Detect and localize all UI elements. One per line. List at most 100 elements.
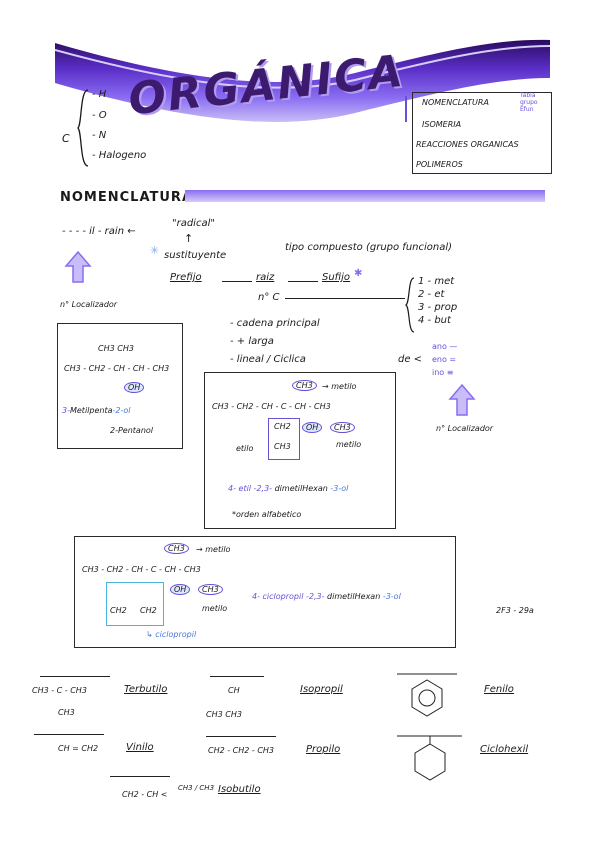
ex2-ch3-right: CH3 <box>330 422 355 433</box>
ex2-orden: *orden alfabetico <box>232 510 302 519</box>
ex2-metilo2: metilo <box>336 440 362 449</box>
radical-line <box>40 676 110 677</box>
suffix-ano: ano — <box>432 342 458 351</box>
ex2-oh: OH <box>302 422 323 433</box>
ex3-ring-right: CH2 <box>140 606 157 615</box>
element-o: - O <box>92 110 107 121</box>
de-label: de < <box>398 354 423 365</box>
radical-name-ciclohexil: Ciclohexil <box>480 744 529 755</box>
numeral-3: 3 - prop <box>418 302 458 313</box>
radical-sub-terbutilo: CH3 <box>58 708 75 717</box>
benzene-ring-icon <box>397 673 457 717</box>
title-banner <box>55 39 550 122</box>
radical-name-terbutilo: Terbutilo <box>124 684 168 695</box>
example1-box <box>57 323 183 449</box>
ex1-name: 3-Metilpenta-2-ol <box>62 406 131 415</box>
topic-side-note-2: grupo <box>520 99 538 106</box>
radical-name-propilo: Propilo <box>306 744 341 755</box>
radical-line <box>34 734 104 735</box>
ex2-sub-bot: CH3 <box>274 442 291 451</box>
ex1-row1: CH3 CH3 <box>98 344 134 353</box>
brace-label: C <box>62 132 70 145</box>
cyclohexane-ring-icon <box>397 735 462 781</box>
numeral-1: 1 - met <box>418 276 455 287</box>
prefijo-label: Prefijo <box>170 272 202 283</box>
nc-line <box>285 298 405 299</box>
numeral-brace-icon <box>405 277 415 333</box>
sufijo-label: Sufijo <box>322 272 351 283</box>
arrow-up-purple-icon <box>64 250 92 283</box>
ex2-metilo: → metilo <box>322 382 357 391</box>
nc-label: n° C <box>258 292 280 303</box>
raiz-label: raiz <box>256 272 275 283</box>
radical-name-isobutilo: Isobutilo <box>218 784 261 795</box>
numeral-2: 2 - et <box>418 289 445 300</box>
radical-line <box>110 776 170 777</box>
brace-icon <box>77 89 89 167</box>
radical-formula-vinilo: CH = CH2 <box>58 744 99 753</box>
ex3-side: 2F3 - 29a <box>496 606 534 615</box>
radical-formula-isopropil: CH <box>228 686 240 695</box>
ex2-sub-top: CH2 <box>274 422 291 431</box>
il-rain: - - - - il - rain ← <box>62 226 136 237</box>
ex2-etilo: etilo <box>236 444 254 453</box>
arrow-up-purple-icon <box>448 383 476 416</box>
radical-label: "radical" <box>172 218 215 229</box>
ex3-metilo: → metilo <box>196 545 231 554</box>
sustituyente-label: sustituyente <box>164 250 227 261</box>
radical-sub-isopropil: CH3 CH3 <box>206 710 242 719</box>
radical-line <box>210 676 264 677</box>
cadena-3: - lineal / Ciclica <box>230 354 306 365</box>
suffix-ino: ino ≡ <box>432 368 454 377</box>
radical-sub-isobutilo: CH3 / CH3 <box>178 784 215 792</box>
ex3-ciclopropil: ↳ ciclopropil <box>146 630 197 639</box>
example3-box <box>74 536 456 648</box>
cadena-2: - + larga <box>230 336 274 347</box>
radical-line <box>206 736 276 737</box>
sparkle-icon: ✳ <box>150 244 160 257</box>
ex1-alt-name: 2-Pentanol <box>110 426 154 435</box>
numeral-4: 4 - but <box>418 315 451 326</box>
radical-name-fenilo: Fenilo <box>484 684 514 695</box>
prefijo-raiz-line <box>222 281 252 282</box>
arrow-up-icon: ↑ <box>184 232 194 245</box>
ex3-ch3-right: CH3 <box>198 584 223 595</box>
topic-side-note-3: Efun <box>520 106 534 113</box>
localizador-right: n° Localizador <box>436 424 494 433</box>
ex3-chain: CH3 - CH2 - CH - C - CH - CH3 <box>82 565 201 574</box>
element-n: - N <box>92 130 107 141</box>
ex3-ring-left: CH2 <box>110 606 127 615</box>
ex3-metilo2: metilo <box>202 604 228 613</box>
ex1-row2: CH3 - CH2 - CH - CH - CH3 <box>64 364 170 373</box>
raiz-sufijo-line <box>288 281 318 282</box>
topics-box <box>412 92 552 174</box>
element-h: - H <box>92 89 107 100</box>
example2-box <box>204 372 396 529</box>
topic-side-note-1: Tabla <box>520 92 536 99</box>
topic-polimeros: POLIMEROS <box>416 160 463 169</box>
radical-name-vinilo: Vinilo <box>126 742 154 753</box>
sufijo-star-icon: ✱ <box>354 268 363 279</box>
ex2-top: CH3 <box>292 380 317 391</box>
cadena-1: - cadena principal <box>230 318 320 329</box>
tipo-compuesto-label: tipo compuesto (grupo funcional) <box>285 242 453 253</box>
section-title: NOMENCLATURA <box>60 190 193 205</box>
ex3-oh: OH <box>170 584 191 595</box>
topic-nomenclatura: NOMENCLATURA <box>422 98 489 107</box>
radical-formula-isobutilo: CH2 - CH < <box>122 790 168 799</box>
ex2-name: 4- etil -2,3- dimetilHexan -3-ol <box>228 484 349 493</box>
radical-formula-propilo: CH2 - CH2 - CH3 <box>208 746 275 755</box>
ex3-top: CH3 <box>164 543 189 554</box>
topics-accent <box>405 96 412 122</box>
radical-name-isopropil: Isopropil <box>300 684 343 695</box>
ex3-name: 4- ciclopropil -2,3- dimetilHexan -3-ol <box>252 592 401 601</box>
element-halogeno: - Halogeno <box>92 150 147 161</box>
radical-formula-terbutilo: CH3 - C - CH3 <box>32 686 87 695</box>
ex1-oh: OH <box>124 382 145 393</box>
ex2-sub-box <box>268 418 300 460</box>
topic-isomeria: ISOMERIA <box>422 120 462 129</box>
ex3-ring-box <box>106 582 164 626</box>
topic-reacciones: REACCIONES ORGANICAS <box>416 140 519 149</box>
ex2-chain: CH3 - CH2 - CH - C - CH - CH3 <box>212 402 331 411</box>
section-bar <box>185 190 545 202</box>
